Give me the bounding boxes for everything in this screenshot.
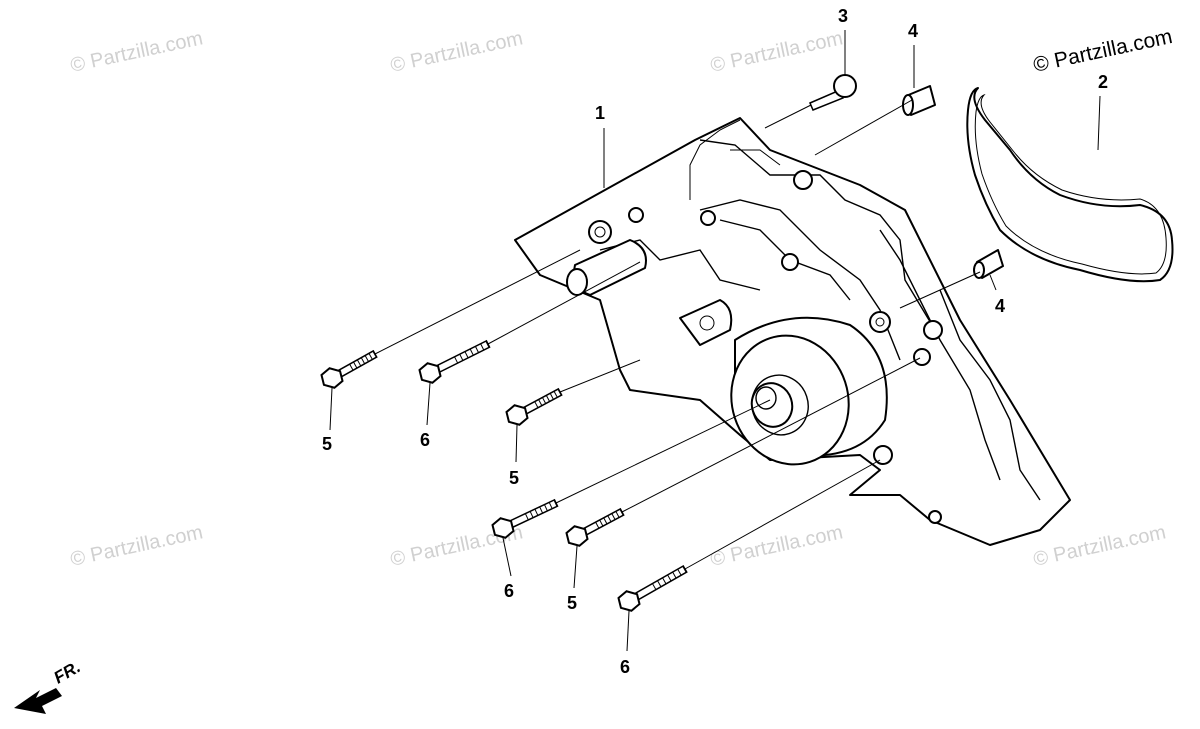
- watermark-text: © Partzilla.com: [388, 27, 524, 77]
- callout-number: 6: [420, 430, 430, 450]
- hex-bolt: [565, 357, 921, 589]
- dowel-pin-upper: [902, 85, 936, 116]
- callout-number: 4: [908, 21, 918, 41]
- callout-number: 5: [567, 593, 577, 613]
- callout-layer: 1 2 3 4 4 5 6 5 6 5 6: [322, 6, 1108, 677]
- callout-number: 5: [322, 434, 332, 454]
- flange-bolts: [320, 249, 921, 652]
- pump-pulley: [730, 316, 888, 466]
- front-indicator: FR.: [14, 657, 84, 714]
- hex-bolt: [320, 249, 581, 431]
- watermark-text: © Partzilla.com: [708, 27, 844, 77]
- callout-number: 3: [838, 6, 848, 26]
- callout-number: 6: [504, 581, 514, 601]
- watermark-text: © Partzilla.com: [708, 521, 844, 571]
- dowel-pin-lower: [973, 249, 1004, 279]
- hex-bolt: [505, 359, 641, 463]
- bolt-3: [764, 74, 857, 129]
- gasket-outline: [966, 87, 1174, 283]
- front-arrow-icon: [14, 688, 62, 714]
- watermark-text: © Partzilla.com: [68, 27, 204, 77]
- callout-number: 4: [995, 296, 1005, 316]
- leader-lines: [603, 30, 1101, 309]
- hex-bolt: [617, 459, 881, 652]
- watermark-text: © Partzilla.com: [1031, 25, 1174, 77]
- callout-number: 2: [1098, 72, 1108, 92]
- watermark-text: © Partzilla.com: [1031, 521, 1167, 571]
- front-label: FR.: [51, 657, 84, 687]
- gasket-inner: [974, 93, 1167, 275]
- hex-bolt: [418, 261, 641, 426]
- watermark-text: © Partzilla.com: [68, 521, 204, 571]
- hex-bolt: [491, 399, 771, 577]
- callout-number: 6: [620, 657, 630, 677]
- callout-number: 1: [595, 103, 605, 123]
- callout-number: 5: [509, 468, 519, 488]
